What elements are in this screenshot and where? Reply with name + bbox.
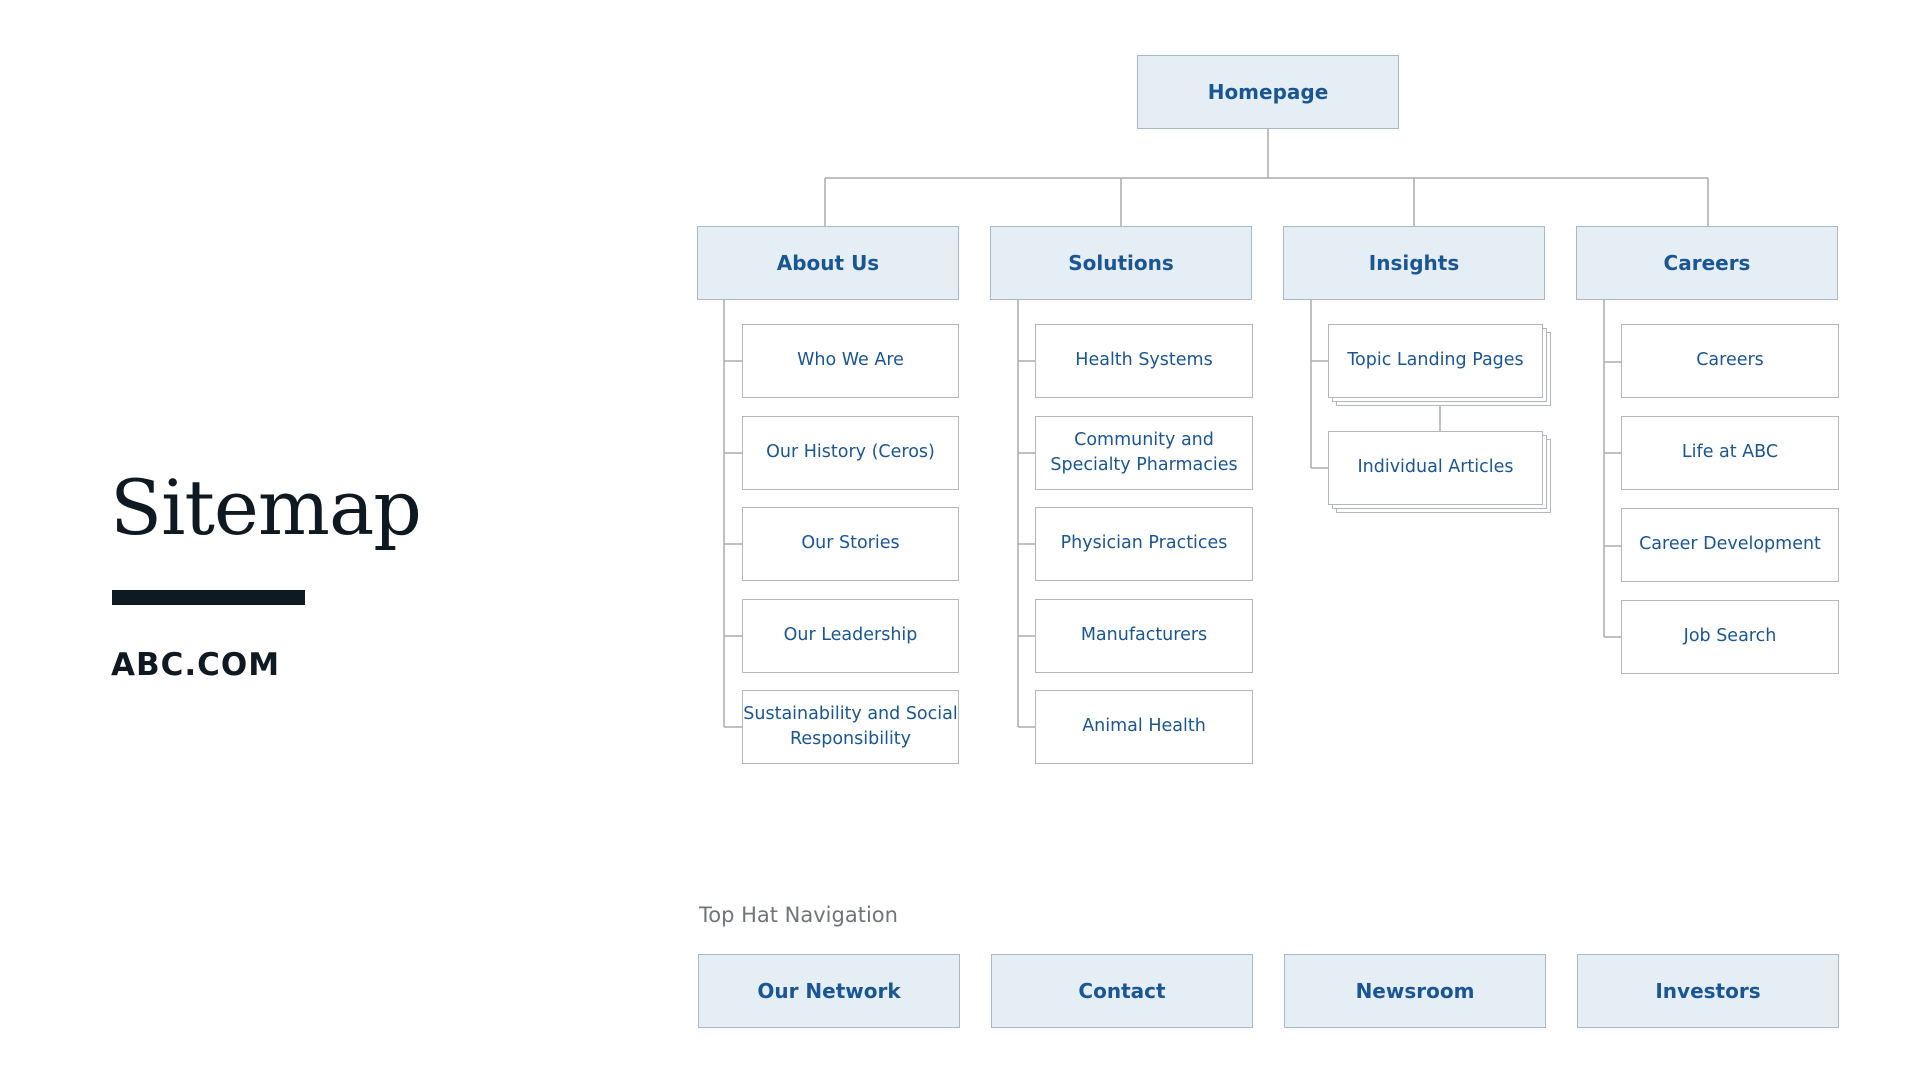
- node-sustainability: Sustainability and Social Responsibility: [742, 690, 959, 764]
- node-our-history: Our History (Ceros): [742, 416, 959, 490]
- node-who-we-are: Who We Are: [742, 324, 959, 398]
- node-health-systems: Health Systems: [1035, 324, 1253, 398]
- node-about-us: About Us: [697, 226, 959, 300]
- node-contact: Contact: [991, 954, 1253, 1028]
- node-life-at-abc: Life at ABC: [1621, 416, 1839, 490]
- node-physician-practices: Physician Practices: [1035, 507, 1253, 581]
- node-topic-landing-pages: Topic Landing Pages: [1328, 324, 1543, 398]
- node-animal-health: Animal Health: [1035, 690, 1253, 764]
- node-solutions: Solutions: [990, 226, 1252, 300]
- node-manufacturers: Manufacturers: [1035, 599, 1253, 673]
- node-careers: Careers: [1576, 226, 1838, 300]
- title-underline: [112, 590, 305, 605]
- connector-about-us: [723, 299, 743, 728]
- node-homepage: Homepage: [1137, 55, 1399, 129]
- node-newsroom: Newsroom: [1284, 954, 1546, 1028]
- connector-solutions: [1017, 299, 1037, 728]
- node-our-stories: Our Stories: [742, 507, 959, 581]
- node-careers-page: Careers: [1621, 324, 1839, 398]
- connector-careers: [1603, 299, 1622, 638]
- node-investors: Investors: [1577, 954, 1839, 1028]
- page-title: Sitemap: [110, 463, 422, 552]
- connector-insights: [1310, 299, 1441, 469]
- node-individual-articles: Individual Articles: [1328, 431, 1543, 505]
- top-hat-label: Top Hat Navigation: [699, 903, 898, 927]
- node-our-leadership: Our Leadership: [742, 599, 959, 673]
- node-insights: Insights: [1283, 226, 1545, 300]
- node-job-search: Job Search: [1621, 600, 1839, 674]
- node-our-network: Our Network: [698, 954, 960, 1028]
- node-career-development: Career Development: [1621, 508, 1839, 582]
- node-community-pharmacies: Community and Specialty Pharmacies: [1035, 416, 1253, 490]
- site-name: ABC.COM: [111, 647, 281, 683]
- connector-root: [824, 129, 1709, 226]
